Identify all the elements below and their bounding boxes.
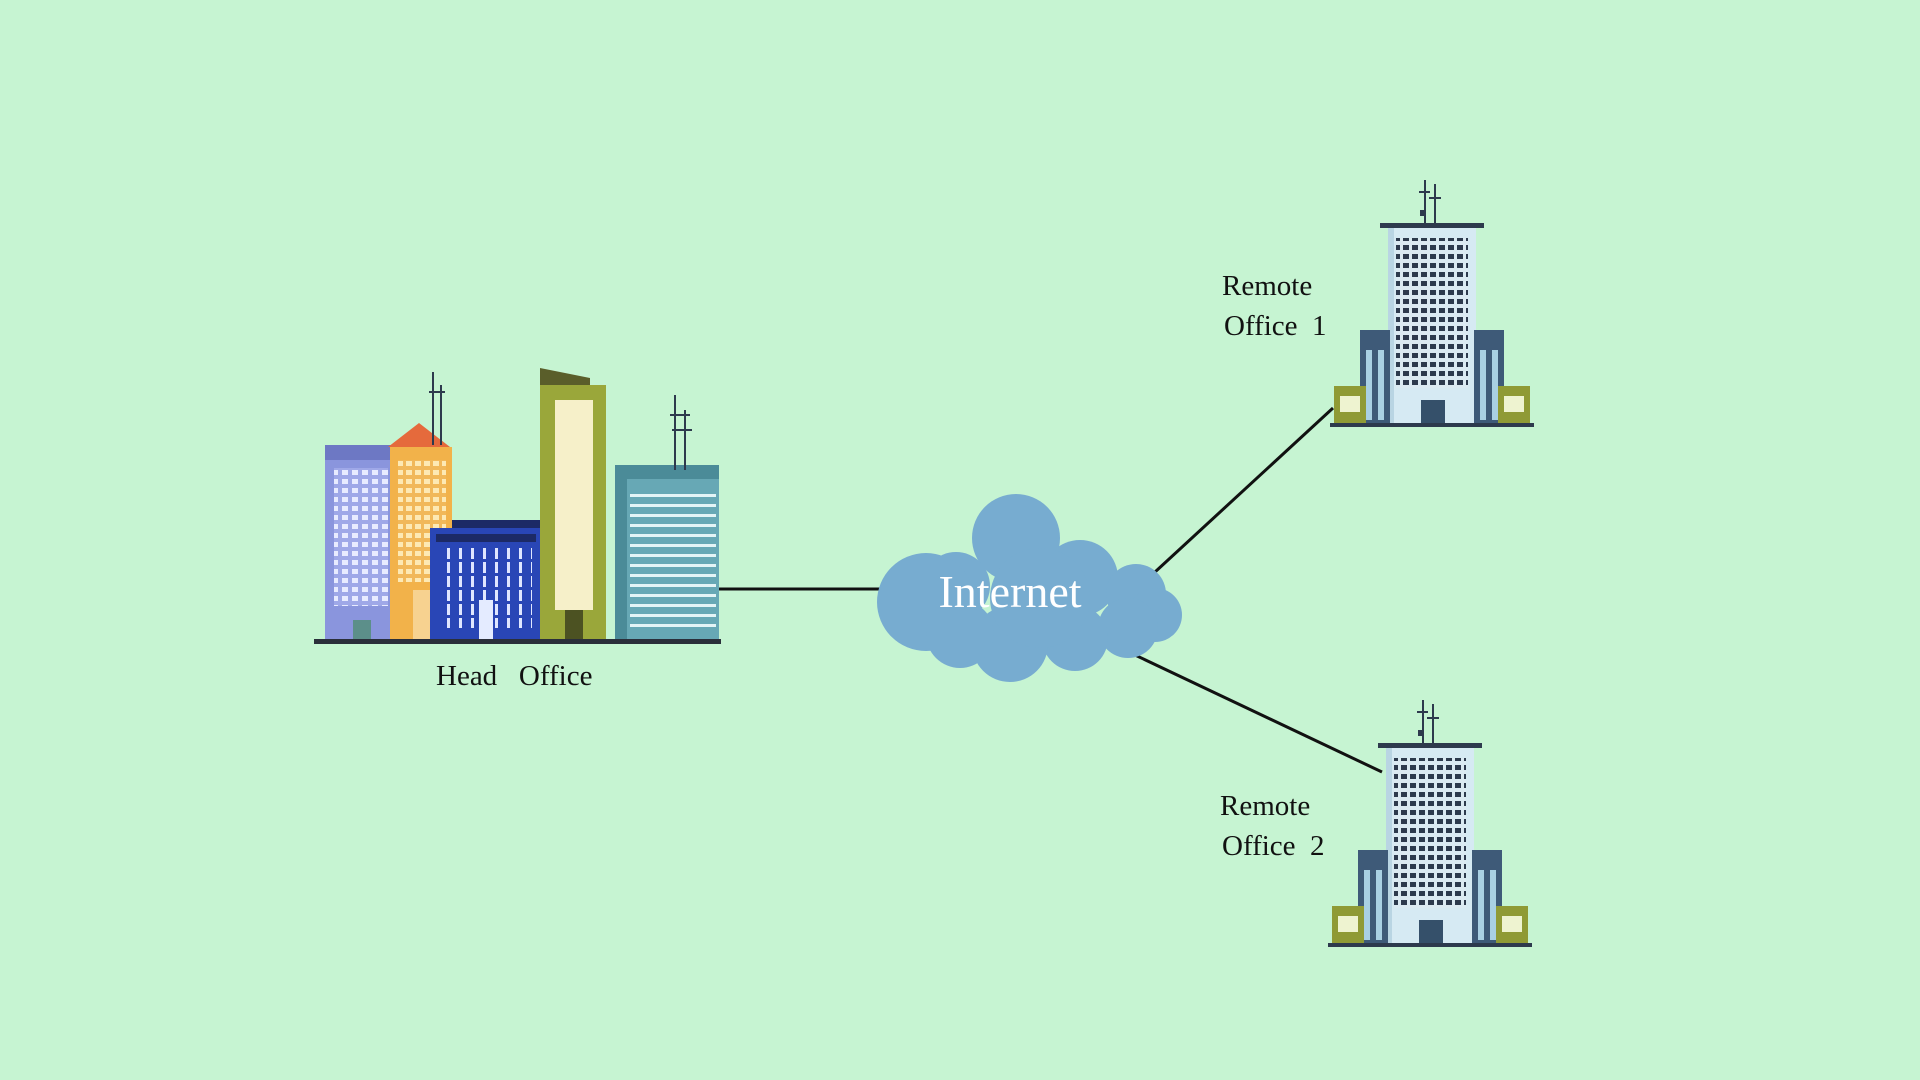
remote-office-2-label-line1: Remote [1220, 790, 1311, 822]
head-office-label: Head Office [436, 660, 593, 692]
remote-office-1-label-line1: Remote [1222, 270, 1313, 302]
internet-label: Internet [938, 566, 1082, 617]
city-buildings-icon [314, 368, 721, 644]
remote-office-1-label-line2: Office 1 [1224, 310, 1327, 342]
link-internet-remote-office-1 [1153, 406, 1335, 574]
remote-office-2-label-line2: Office 2 [1222, 830, 1325, 862]
link-internet-remote-office-2 [1134, 653, 1383, 774]
cloud-icon [877, 494, 1182, 682]
